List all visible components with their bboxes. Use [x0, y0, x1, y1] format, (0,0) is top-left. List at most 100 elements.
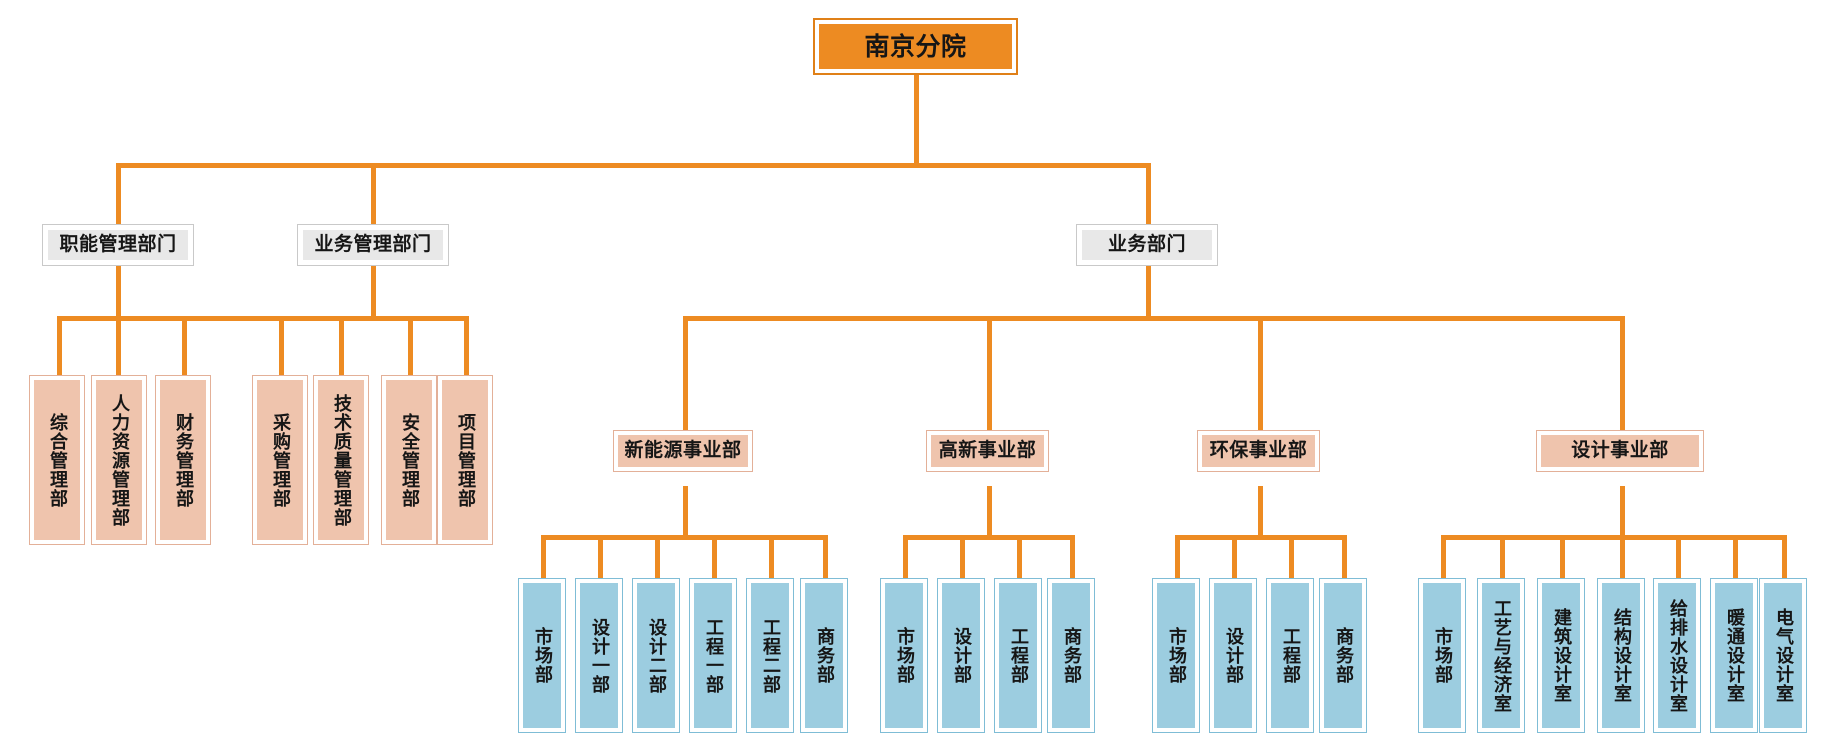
node-ht-biz[interactable]: 商务部 [1047, 578, 1095, 733]
connector-drop-ne-eng2 [769, 535, 774, 580]
node-business-mgmt-label: 业务管理部门 [314, 233, 432, 256]
connector-drop-ev-eng [1289, 535, 1294, 580]
connector-drop-dept-safety [408, 316, 413, 376]
connector-stem-business-dept [1146, 265, 1151, 320]
node-dept-safety[interactable]: 安全管理部 [381, 375, 437, 545]
node-ds-plumbing-label: 给排水设计室 [1667, 598, 1688, 713]
connector-teams-bus-hi-tech [903, 535, 1075, 540]
connector-drop-div-hi-tech [987, 316, 992, 448]
connector-drop-dept-hr [116, 316, 121, 376]
node-dept-purchase-label: 采购管理部 [270, 412, 291, 508]
node-ht-market[interactable]: 市场部 [880, 578, 928, 733]
node-business-dept[interactable]: 业务部门 [1076, 224, 1218, 266]
connector-drop-ds-electric [1782, 535, 1787, 580]
connector-teams-bus-new-energy [541, 535, 828, 540]
node-ne-design1-label: 设计一部 [589, 617, 610, 694]
connector-drop-dept-project [464, 316, 469, 376]
connector-drop-div-design [1620, 316, 1625, 448]
node-business-mgmt[interactable]: 业务管理部门 [297, 224, 449, 266]
connector-drop-ds-market [1441, 535, 1446, 580]
connector-drop-ne-eng1 [712, 535, 717, 580]
node-functional-mgmt-label: 职能管理部门 [59, 233, 177, 256]
node-dept-project-label: 项目管理部 [455, 412, 476, 508]
connector-stem-functional-mgmt [116, 265, 121, 320]
connector-stem-div-design [1620, 486, 1625, 538]
node-div-environment[interactable]: 环保事业部 [1197, 430, 1320, 472]
node-ht-design[interactable]: 设计部 [937, 578, 985, 733]
node-ne-biz-inner: 商务部 [801, 579, 847, 732]
node-ht-design-label: 设计部 [951, 627, 972, 684]
connector-drop-ht-eng [1017, 535, 1022, 580]
connector-drop-ev-design [1232, 535, 1237, 580]
node-ds-process[interactable]: 工艺与经济室 [1477, 578, 1525, 733]
node-ne-market[interactable]: 市场部 [518, 578, 566, 733]
node-ev-design[interactable]: 设计部 [1209, 578, 1257, 733]
node-ne-eng2-label: 工程二部 [760, 617, 781, 694]
node-dept-general[interactable]: 综合管理部 [29, 375, 85, 545]
connector-drop-dept-finance [182, 316, 187, 376]
node-dept-safety-label: 安全管理部 [399, 412, 420, 508]
connector-drop-ds-process [1500, 535, 1505, 580]
connector-drop-dept-purchase [279, 316, 284, 376]
node-div-hi-tech[interactable]: 高新事业部 [926, 430, 1049, 472]
node-dept-hr[interactable]: 人力资源管理部 [91, 375, 147, 545]
node-ds-structure[interactable]: 结构设计室 [1597, 578, 1645, 733]
node-dept-project[interactable]: 项目管理部 [437, 375, 493, 545]
node-ne-eng1-label: 工程一部 [703, 617, 724, 694]
node-ht-eng-inner: 工程部 [995, 579, 1041, 732]
node-functional-mgmt[interactable]: 职能管理部门 [42, 224, 194, 266]
node-business-mgmt-inner: 业务管理部门 [298, 225, 448, 265]
node-ds-market[interactable]: 市场部 [1418, 578, 1466, 733]
node-ds-arch[interactable]: 建筑设计室 [1537, 578, 1585, 733]
node-ds-plumbing[interactable]: 给排水设计室 [1653, 578, 1701, 733]
node-div-environment-label: 环保事业部 [1209, 439, 1308, 462]
node-ds-electric-inner: 电气设计室 [1760, 579, 1806, 732]
node-ev-design-inner: 设计部 [1210, 579, 1256, 732]
connector-level2-bus [116, 163, 1151, 168]
node-ht-design-inner: 设计部 [938, 579, 984, 732]
node-dept-quality[interactable]: 技术质量管理部 [313, 375, 369, 545]
node-ds-process-inner: 工艺与经济室 [1478, 579, 1524, 732]
node-div-design[interactable]: 设计事业部 [1536, 430, 1704, 472]
node-dept-purchase-inner: 采购管理部 [253, 376, 307, 544]
connector-drop-ev-biz [1342, 535, 1347, 580]
connector-drop-ne-design2 [655, 535, 660, 580]
node-ev-biz-label: 商务部 [1333, 627, 1354, 684]
node-ds-hvac-inner: 暖通设计室 [1711, 579, 1757, 732]
node-ds-arch-label: 建筑设计室 [1551, 608, 1572, 703]
connector-drop-ne-market [541, 535, 546, 580]
node-ne-market-inner: 市场部 [519, 579, 565, 732]
node-functional-mgmt-inner: 职能管理部门 [43, 225, 193, 265]
connector-stem-business-mgmt [371, 265, 376, 320]
node-ds-hvac[interactable]: 暖通设计室 [1710, 578, 1758, 733]
node-ne-design2[interactable]: 设计二部 [632, 578, 680, 733]
node-dept-hr-label: 人力资源管理部 [109, 393, 130, 527]
node-root[interactable]: 南京分院 [813, 18, 1018, 75]
node-ds-electric[interactable]: 电气设计室 [1759, 578, 1807, 733]
node-ne-design2-label: 设计二部 [646, 617, 667, 694]
connector-drop-div-environment [1258, 316, 1263, 448]
node-ds-structure-inner: 结构设计室 [1598, 579, 1644, 732]
node-div-new-energy-inner: 新能源事业部 [614, 431, 752, 471]
node-ne-biz[interactable]: 商务部 [800, 578, 848, 733]
node-ne-eng1[interactable]: 工程一部 [689, 578, 737, 733]
node-ht-market-label: 市场部 [894, 627, 915, 684]
node-ev-market[interactable]: 市场部 [1152, 578, 1200, 733]
connector-drop-ht-market [903, 535, 908, 580]
node-div-design-inner: 设计事业部 [1537, 431, 1703, 471]
node-ev-eng[interactable]: 工程部 [1266, 578, 1314, 733]
node-ne-eng2[interactable]: 工程二部 [746, 578, 794, 733]
node-dept-purchase[interactable]: 采购管理部 [252, 375, 308, 545]
node-div-new-energy[interactable]: 新能源事业部 [613, 430, 753, 472]
node-div-hi-tech-label: 高新事业部 [938, 439, 1037, 462]
node-ev-design-label: 设计部 [1223, 627, 1244, 684]
node-ne-design1[interactable]: 设计一部 [575, 578, 623, 733]
node-ev-biz[interactable]: 商务部 [1319, 578, 1367, 733]
connector-drop-business-dept [1146, 163, 1151, 225]
connector-drop-ht-design [960, 535, 965, 580]
node-ht-eng[interactable]: 工程部 [994, 578, 1042, 733]
connector-drop-dept-quality [339, 316, 344, 376]
node-dept-finance[interactable]: 财务管理部 [155, 375, 211, 545]
node-dept-quality-label: 技术质量管理部 [331, 393, 352, 527]
